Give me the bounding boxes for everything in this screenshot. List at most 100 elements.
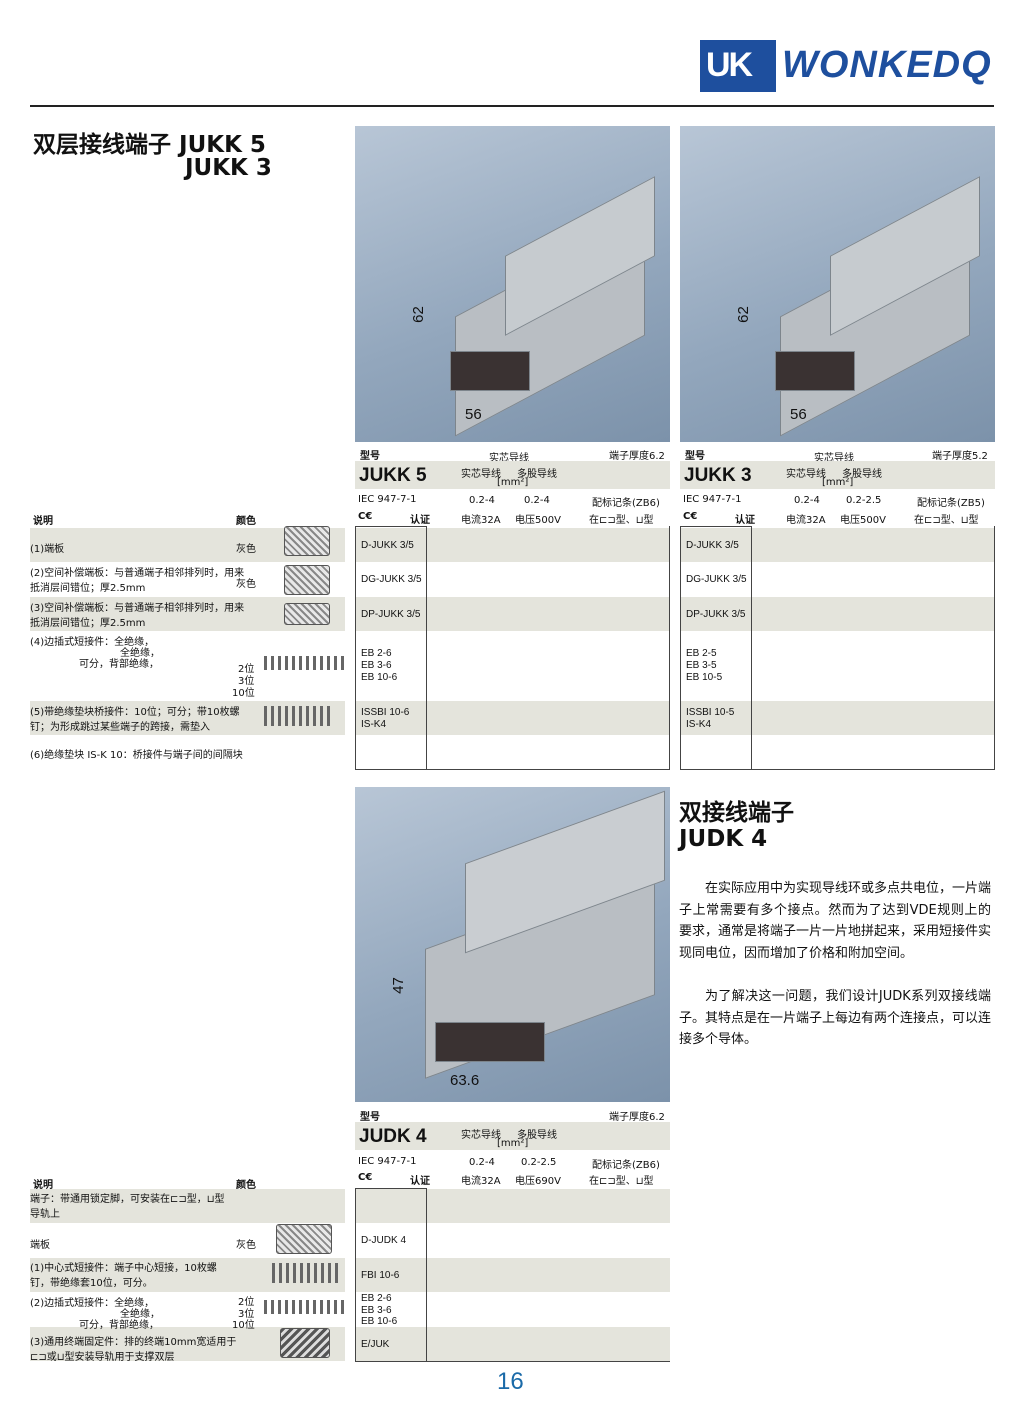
row3-desc: (3)空间补偿端板：与普通端子相邻排列时，用来抵消层间错位；厚2.5mm <box>30 603 245 629</box>
jukk5-cert: 认证 <box>410 515 430 526</box>
judk4-name: JUDK 4 <box>359 1126 427 1147</box>
row-band <box>355 701 670 735</box>
row-band <box>355 1189 670 1223</box>
judk4-product-photo: 47 63.6 <box>355 787 670 1102</box>
end-bracket-icon <box>280 1328 330 1358</box>
jukk3-part: IS-K4 <box>686 719 712 730</box>
jukk5-part: DP-JUKK 3/5 <box>361 609 421 620</box>
jukk3-wire-label: 实芯导线 <box>814 453 854 464</box>
col-color-header: 颜色 <box>236 1180 256 1191</box>
s2-row3-desc: (2)边插式短接件：全绝缘， <box>30 1298 155 1309</box>
row-band <box>355 1327 670 1361</box>
jukk3-stranded: 多股导线 <box>842 469 882 480</box>
judk4-iec: IEC 947-7-1 <box>358 1156 417 1167</box>
row4-line3: 可分，背部绝缘， <box>79 659 159 670</box>
judk4-table-frame <box>355 1188 670 1362</box>
judk4-part: EB 10-6 <box>361 1316 398 1327</box>
col-desc-header: 说明 <box>33 1180 53 1191</box>
judk4-range1: 0.2-4 <box>469 1157 495 1168</box>
row4-desc: (4)边插式短接件：全绝缘， <box>30 637 155 648</box>
jumper-pins-icon <box>264 656 344 670</box>
jukk5-part: D-JUKK 3/5 <box>361 540 414 551</box>
jukk5-solid: 实芯导线 <box>461 469 501 480</box>
row4-pos2: 2位 <box>238 664 255 675</box>
jukk3-part: D-JUKK 3/5 <box>686 540 739 551</box>
row1-color: 灰色 <box>236 544 256 555</box>
judk4-rail: 在⊏⊐型、⊔型 <box>589 1176 654 1187</box>
judk4-name-band <box>355 1122 670 1150</box>
judk4-thickness: 端子厚度6.2 <box>609 1112 665 1123</box>
rail-foot <box>775 351 855 391</box>
s2-row3-pos3: 3位 <box>238 1309 255 1320</box>
jukk5-wire-label: 实芯导线 <box>489 453 529 464</box>
row-band <box>680 701 995 735</box>
jukk3-range2: 0.2-2.5 <box>846 495 882 506</box>
col-desc-header: 说明 <box>33 516 53 527</box>
row6-desc: (6)绝缘垫块 IS-K 10：桥接件与端子间的间隔块 <box>30 750 243 761</box>
jukk5-iec: IEC 947-7-1 <box>358 494 417 505</box>
judk4-cert: 认证 <box>410 1176 430 1187</box>
s2-row3-line2: 全绝缘， <box>120 1309 160 1320</box>
ce-mark-icon: C€ <box>683 511 698 522</box>
jukk3-voltage: 电压500V <box>840 515 886 526</box>
jukk5-part: EB 10-6 <box>361 672 398 683</box>
jukk5-thickness: 端子厚度6.2 <box>609 451 665 462</box>
section1-title-line1: 双层接线端子 JUKK 5 <box>33 132 266 158</box>
dim-height: 62 <box>734 306 752 323</box>
row-band <box>680 528 995 562</box>
jumper-pins-icon <box>264 1300 344 1314</box>
judk4-solid: 实芯导线 <box>461 1130 501 1141</box>
row2-color: 灰色 <box>236 579 256 590</box>
jukk3-iec: IEC 947-7-1 <box>683 494 742 505</box>
row4-line2: 全绝缘， <box>120 648 160 659</box>
end-plate-icon <box>276 1224 332 1254</box>
judk4-stranded: 多股导线 <box>517 1130 557 1141</box>
row5-desc: (5)带绝缘垫块桥接件：10位；可分；带10枚螺钉；为形成跳过某些端子的跨接，需… <box>30 707 240 733</box>
judk4-model-label: 型号 <box>360 1112 380 1123</box>
page-number: 16 <box>497 1368 524 1395</box>
center-jumper-icon <box>272 1263 342 1283</box>
jukk3-name-band <box>680 461 995 489</box>
jukk5-name: JUKK 5 <box>359 465 427 486</box>
header-rule <box>30 105 994 107</box>
judk4-marker: 配标记条(ZB6) <box>592 1160 660 1171</box>
judk4-part: E/JUK <box>361 1339 390 1350</box>
row-band <box>680 597 995 631</box>
jukk3-unit: [mm²] <box>822 477 854 488</box>
spacer-plate-icon <box>284 565 330 595</box>
col-color-header: 颜色 <box>236 516 256 527</box>
jukk5-stranded: 多股导线 <box>517 469 557 480</box>
section2-title-line2: JUDK 4 <box>679 826 768 852</box>
section2-para2: 为了解决这一问题，我们设计JUDK系列双接线端子。其特点是在一片端子上每边有两个… <box>679 989 992 1047</box>
dim-height: 62 <box>409 306 427 323</box>
row2-desc: (2)空间补偿端板：与普通端子相邻排列时，用来抵消层间错位；厚2.5mm <box>30 568 245 594</box>
row4-pos10: 10位 <box>232 688 255 699</box>
jukk3-part: EB 3-5 <box>686 660 717 671</box>
jukk3-cert: 认证 <box>735 515 755 526</box>
s2-row0-desc: 端子：带通用锁定脚，可安装在⊏⊐型，⊔型导轨上 <box>30 1194 225 1220</box>
jukk5-part: EB 3-6 <box>361 660 392 671</box>
judk4-part: EB 3-6 <box>361 1305 392 1316</box>
row1-desc: (1)端板 <box>30 544 65 555</box>
jukk5-part: ISSBI 10-6 <box>361 707 410 718</box>
ce-mark-icon: C€ <box>358 511 373 522</box>
jukk5-part: EB 2-6 <box>361 648 392 659</box>
jukk3-rail: 在⊏⊐型、⊔型 <box>914 515 979 526</box>
dim-height: 47 <box>389 977 407 994</box>
section2-title-line1: 双接线端子 <box>679 800 794 826</box>
jukk3-marker: 配标记条(ZB5) <box>917 498 985 509</box>
row-band <box>355 597 670 631</box>
judk4-unit: [mm²] <box>497 1138 529 1149</box>
jukk5-rail: 在⊏⊐型、⊔型 <box>589 515 654 526</box>
s2-row2-desc: (1)中心式短接件：端子中心短接，10枚螺钉，带绝缘套10位，可分。 <box>30 1263 217 1289</box>
jukk5-marker: 配标记条(ZB6) <box>592 498 660 509</box>
jukk3-current: 电流32A <box>786 515 826 526</box>
rail-foot <box>435 1022 545 1062</box>
rail-foot <box>450 351 530 391</box>
s2-row3-pos2: 2位 <box>238 1297 255 1308</box>
bridge-icon <box>264 706 334 726</box>
jukk3-product-photo: 62 56 <box>680 126 995 442</box>
dim-width: 63.6 <box>450 1072 480 1089</box>
s2-row1-desc: 端板 <box>30 1240 50 1251</box>
judk4-part: EB 2-6 <box>361 1293 392 1304</box>
